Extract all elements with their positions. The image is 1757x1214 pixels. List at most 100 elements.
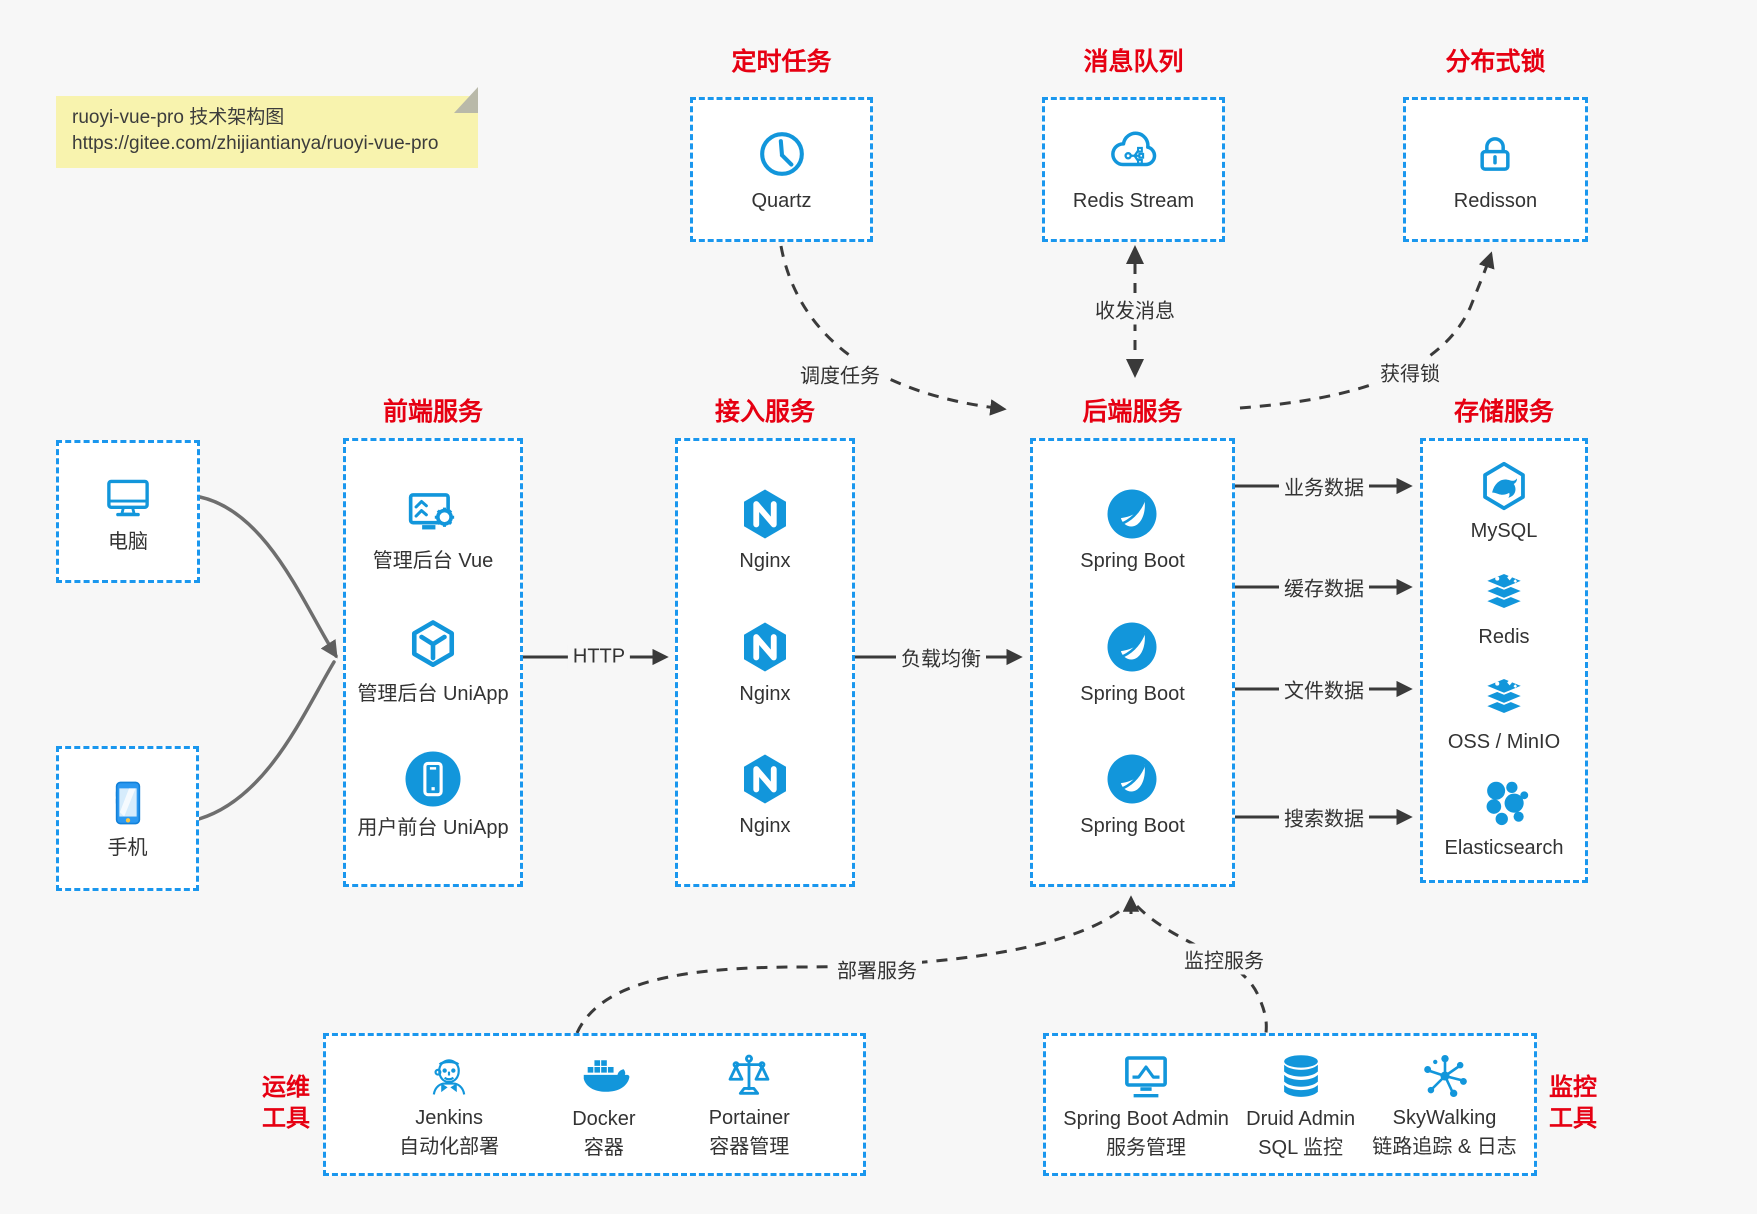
node-label: 电脑 [108, 530, 148, 553]
monitoring-side-label-line2: 工具 [1549, 1105, 1597, 1132]
edge-label-deploy-service: 部署服务 [832, 953, 922, 985]
admin-vue-icon [403, 484, 463, 542]
elasticsearch-icon [1477, 775, 1531, 829]
phone-icon [102, 777, 154, 829]
node-user-uniapp: 用户前台 UniApp [357, 749, 509, 841]
database-icon [1274, 1049, 1328, 1103]
edge-computer-to-frontend [198, 495, 338, 659]
edge-label-business-data: 业务数据 [1279, 470, 1369, 502]
node-phone: 手机 [102, 777, 154, 861]
monitoring-side-label-line1: 监控 [1549, 1074, 1597, 1101]
edge-phone-to-frontend [197, 660, 336, 821]
node-label: 管理后台 Vue [372, 549, 494, 572]
node-label-line2: SQL 监控 [1258, 1136, 1344, 1159]
note-url: https://gitee.com/zhijiantianya/ruoyi-vu… [72, 133, 439, 154]
stack-icon [1477, 669, 1531, 723]
network-nodes-icon [1419, 1050, 1471, 1102]
node-skywalking: SkyWalking 链路追踪 & 日志 [1372, 1050, 1517, 1160]
node-springboot-1: Spring Boot [1080, 486, 1185, 574]
node-label: Nginx [739, 682, 791, 705]
node-oss-minio: OSS / MinIO [1448, 669, 1560, 755]
edge-label-file-data: 文件数据 [1279, 673, 1369, 705]
node-label: Nginx [739, 815, 791, 838]
node-docker: Docker 容器 [572, 1049, 636, 1161]
node-label: Redis [1478, 625, 1530, 648]
node-label: 手机 [107, 836, 148, 859]
node-jenkins: Jenkins 自动化部署 [399, 1050, 499, 1160]
node-portainer: Portainer 容器管理 [709, 1050, 790, 1160]
edge-label-monitor-service: 监控服务 [1179, 943, 1269, 975]
node-nginx-3: Nginx [737, 751, 793, 839]
node-mysql: MySQL [1470, 460, 1538, 544]
edge-label-acquire-lock: 获得锁 [1375, 356, 1445, 388]
node-label-line2: 容器管理 [709, 1135, 790, 1158]
node-label-line1: Portainer [708, 1106, 790, 1129]
node-admin-vue: 管理后台 Vue [373, 484, 493, 574]
node-redisson: Redisson [1454, 126, 1537, 214]
node-label: MySQL [1470, 520, 1538, 543]
docker-icon [577, 1049, 631, 1103]
node-springboot-3: Spring Boot [1080, 751, 1185, 839]
sticky-note: ruoyi-vue-pro 技术架构图 https://gitee.com/zh… [56, 87, 478, 168]
edge-label-load-balance: 负载均衡 [896, 641, 986, 673]
edge-label-send-receive-message: 收发消息 [1090, 293, 1180, 325]
dlock-group-title: 分布式锁 [1445, 48, 1546, 76]
frontend-box: 管理后台 Vue 管理后台 UniApp 用户前台 UniApp [343, 438, 523, 887]
scheduled-group-title: 定时任务 [731, 48, 832, 76]
nginx-icon [737, 486, 793, 542]
node-label: Quartz [751, 189, 812, 212]
monitoring-side-label: 监控 工具 [1542, 1072, 1604, 1134]
cloud-stream-icon [1105, 126, 1163, 182]
node-label-line1: Jenkins [415, 1106, 484, 1129]
spring-boot-icon [1104, 751, 1160, 807]
backend-box: Spring Boot Spring Boot Spring Boot [1030, 438, 1235, 887]
stack-icon [1477, 564, 1531, 618]
node-redis-stream: Redis Stream [1073, 126, 1194, 214]
node-nginx-1: Nginx [737, 486, 793, 574]
computer-box: 电脑 [56, 440, 200, 583]
mq-box: Redis Stream [1042, 97, 1225, 242]
node-label-line2: 服务管理 [1106, 1136, 1187, 1159]
lock-icon [1467, 126, 1523, 182]
node-label: Spring Boot [1080, 815, 1185, 838]
node-spring-boot-admin: Spring Boot Admin 服务管理 [1063, 1049, 1229, 1161]
node-elasticsearch: Elasticsearch [1445, 775, 1563, 861]
nginx-icon [737, 751, 793, 807]
monitoring-box: Spring Boot Admin 服务管理 Druid Admin SQL 监… [1043, 1033, 1537, 1176]
spring-boot-icon [1104, 619, 1160, 675]
node-admin-uniapp: 管理后台 UniApp [357, 617, 509, 707]
phone-box: 手机 [56, 746, 199, 891]
edge-acquire-lock [1239, 251, 1495, 410]
storage-box: MySQL Redis OSS / MinIO Elasticsearch [1420, 438, 1588, 883]
storage-group-title: 存储服务 [1453, 398, 1554, 426]
uniapp-cube-icon [404, 617, 462, 675]
user-front-icon [403, 749, 463, 809]
node-label-line1: Druid Admin [1246, 1107, 1356, 1130]
note-title: ruoyi-vue-pro 技术架构图 [72, 107, 285, 128]
node-label-line2: 容器 [583, 1136, 624, 1159]
node-springboot-2: Spring Boot [1080, 619, 1185, 707]
mysql-icon [1478, 460, 1530, 512]
portainer-icon [723, 1050, 775, 1102]
access-group-title: 接入服务 [714, 398, 815, 426]
node-label-line2: 自动化部署 [399, 1135, 500, 1158]
scheduled-box: Quartz [690, 97, 873, 242]
node-label-line1: Docker [572, 1107, 636, 1130]
node-label: 管理后台 UniApp [357, 682, 509, 705]
edge-deploy-service [575, 904, 1127, 1034]
node-label-line1: SkyWalking [1392, 1106, 1497, 1129]
node-label: Spring Boot [1080, 682, 1185, 705]
edge-schedule-task [779, 245, 1007, 416]
access-box: Nginx Nginx Nginx [675, 438, 855, 887]
ops-side-label-line2: 工具 [262, 1105, 310, 1132]
node-label: Redisson [1453, 189, 1538, 212]
node-label: Nginx [739, 549, 791, 572]
ops-box: Jenkins 自动化部署 Docker 容器 Portainer 容器管理 [323, 1033, 866, 1176]
node-label: OSS / MinIO [1447, 731, 1561, 754]
message-arrowhead-down [1126, 359, 1144, 378]
edge-label-http: HTTP [567, 644, 631, 670]
node-computer: 电脑 [101, 469, 155, 555]
node-label: Redis Stream [1072, 189, 1195, 212]
spring-boot-icon [1104, 486, 1160, 542]
